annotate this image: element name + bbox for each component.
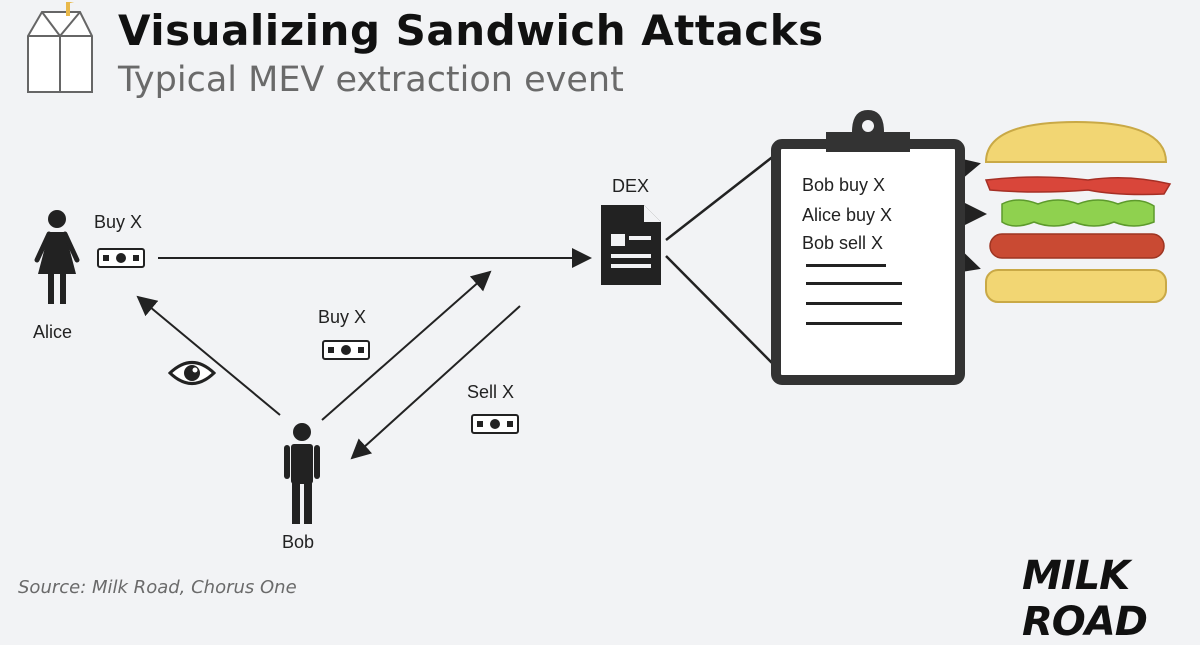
money-icon <box>322 340 370 360</box>
block-line-alice-buy: Alice buy X <box>802 205 893 225</box>
source-note: Source: Milk Road, Chorus One <box>18 577 297 598</box>
lettuce <box>1001 199 1155 227</box>
page-subtitle: Typical MEV extraction event <box>118 60 624 100</box>
connectors <box>136 154 987 460</box>
milk-carton-icon <box>27 2 93 93</box>
tomato-slices <box>984 176 1172 196</box>
eye-icon <box>168 361 216 385</box>
dotted-bob-sell-to-bottom-bun <box>901 242 981 274</box>
bottom-bun <box>985 269 1167 303</box>
bob-label: Bob <box>282 532 315 552</box>
bob-buy-tx-label: Buy X <box>318 307 367 327</box>
arrow-bob-buy <box>321 270 492 421</box>
dex-label: DEX <box>612 176 650 196</box>
line-dex-to-block-bottom <box>665 255 776 367</box>
alice-tx-label: Buy X <box>94 212 143 232</box>
sandwich-illustration <box>984 120 1172 303</box>
block-line-bob-sell: Bob sell X <box>802 233 884 253</box>
arrow-bob-watches-alice <box>136 295 281 416</box>
page-title: Visualizing Sandwich Attacks <box>118 6 824 55</box>
alice-label: Alice <box>33 322 73 342</box>
milk-road-logo: MILK ROAD <box>1022 553 1148 645</box>
money-icon <box>471 414 519 434</box>
line-dex-to-block-top <box>665 154 776 241</box>
arrow-bob-sell <box>350 305 521 460</box>
dotted-bob-buy-to-top-bun <box>901 157 981 184</box>
bob-person-icon <box>284 423 320 524</box>
diagram: Visualizing Sandwich Attacks Typical MEV… <box>18 2 1172 645</box>
block-line-bob-buy: Bob buy X <box>802 175 886 195</box>
dex-document-icon <box>601 205 661 285</box>
bob-sell-tx-label: Sell X <box>467 382 515 402</box>
block-clipboard-icon <box>771 110 965 385</box>
top-bun <box>984 120 1168 163</box>
patty <box>989 233 1165 259</box>
money-icon <box>97 248 145 268</box>
alice-person-icon <box>34 210 80 304</box>
